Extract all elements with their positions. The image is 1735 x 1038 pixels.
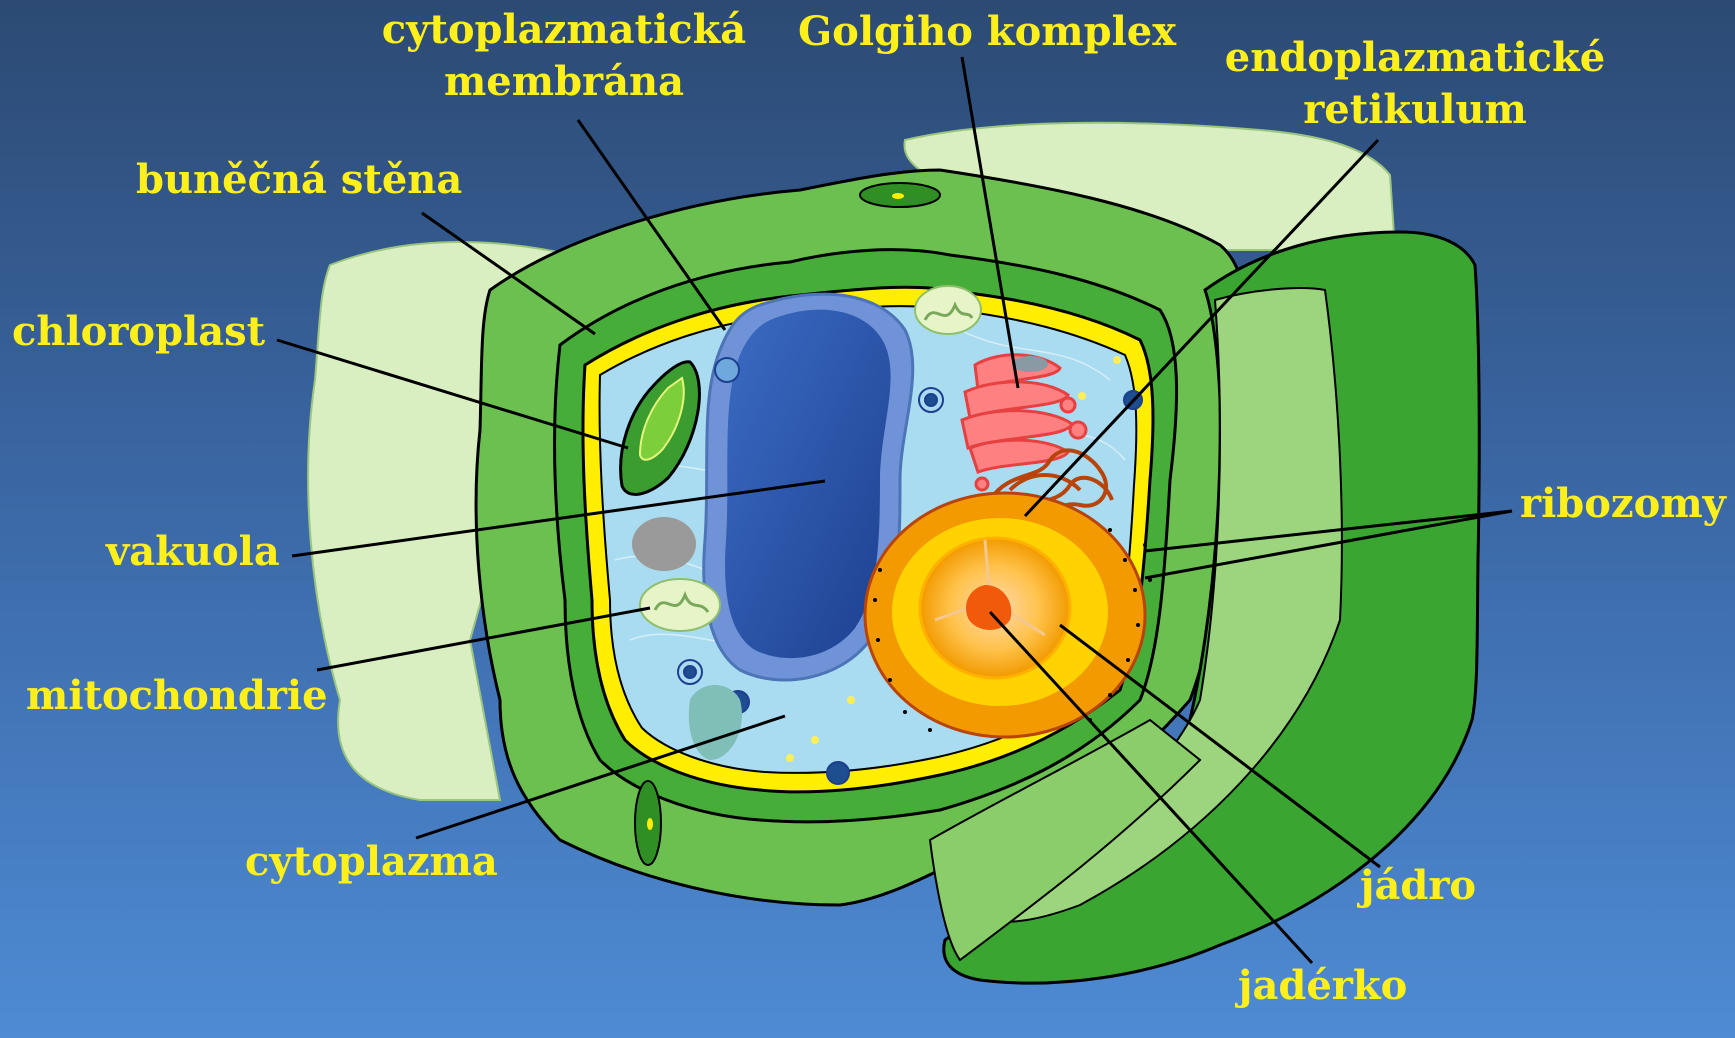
label-nucleolus: jadérko	[1238, 960, 1407, 1012]
wall-chloroplast-top	[860, 183, 940, 207]
golgi-shadow	[1012, 356, 1048, 372]
label-cytoplasmic-membrane: cytoplazmatická membrána	[364, 4, 764, 108]
label-vacuole: vakuola	[106, 526, 280, 578]
label-endoplasmic-reticulum-line2: retikulum	[1205, 84, 1625, 136]
label-cytoplasm: cytoplazma	[245, 836, 498, 888]
label-endoplasmic-reticulum-line1: endoplazmatické	[1205, 32, 1625, 84]
mitochondrion-lower	[640, 579, 720, 631]
label-cytoplasmic-membrane-line2: membrána	[364, 56, 764, 108]
label-cell-wall: buněčná stěna	[136, 154, 462, 206]
mitochondrion-upper	[915, 286, 981, 334]
label-golgi-complex: Golgiho komplex	[798, 6, 1176, 58]
label-cytoplasmic-membrane-line1: cytoplazmatická	[364, 4, 764, 56]
label-mitochondria: mitochondrie	[26, 670, 328, 722]
label-nucleus: jádro	[1360, 860, 1476, 912]
grey-vesicle	[632, 517, 696, 571]
label-chloroplast: chloroplast	[12, 306, 265, 358]
label-ribosomes: ribozomy	[1520, 478, 1726, 530]
wall-chloroplast-bottom	[635, 781, 661, 865]
label-endoplasmic-reticulum: endoplazmatické retikulum	[1205, 32, 1625, 136]
